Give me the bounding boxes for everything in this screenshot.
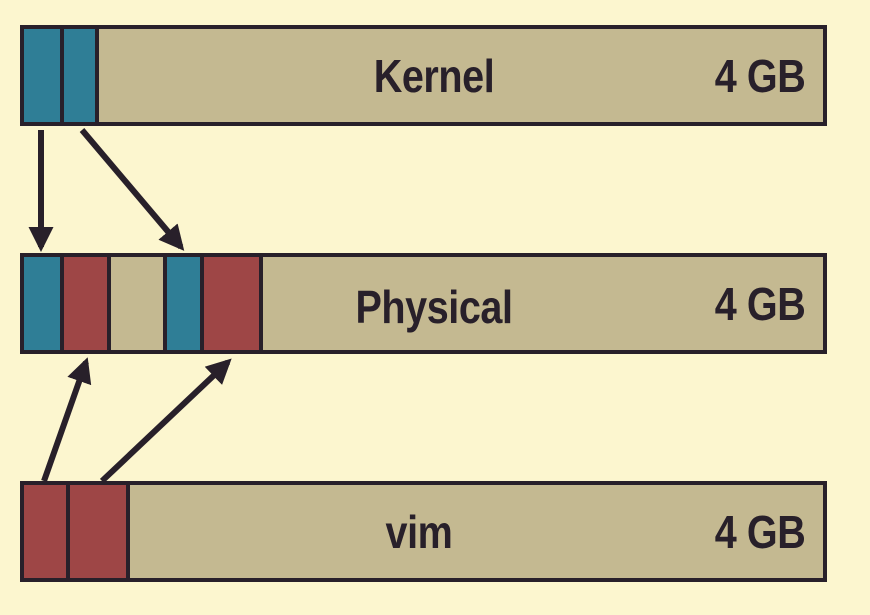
arrow-kernel-page2-to-physical bbox=[79, 128, 185, 251]
vim-bar-size: 4 GB bbox=[714, 505, 805, 558]
physical-frame-kernel-2 bbox=[167, 257, 204, 350]
vim-page-1 bbox=[24, 485, 70, 578]
kernel-bar-size: 4 GB bbox=[714, 49, 805, 102]
vim-address-space-bar: vim 4 GB bbox=[20, 481, 827, 582]
physical-frame-vim-2 bbox=[204, 257, 263, 350]
vim-page-2 bbox=[70, 485, 130, 578]
arrow-vim-page1-to-physical bbox=[41, 357, 92, 482]
arrow-vim-page2-to-physical bbox=[99, 358, 232, 484]
physical-frame-kernel-1 bbox=[24, 257, 64, 350]
physical-bar-label: Physical bbox=[355, 280, 513, 333]
kernel-address-space-bar: Kernel 4 GB bbox=[20, 25, 827, 126]
physical-frame-vim-1 bbox=[64, 257, 111, 350]
kernel-page-2 bbox=[64, 29, 99, 122]
physical-memory-bar: Physical 4 GB bbox=[20, 253, 827, 354]
vim-bar-label: vim bbox=[385, 505, 453, 558]
physical-frame-free bbox=[111, 257, 167, 350]
physical-bar-size: 4 GB bbox=[714, 277, 805, 330]
kernel-page-1 bbox=[24, 29, 64, 122]
kernel-bar-label: Kernel bbox=[373, 49, 495, 102]
